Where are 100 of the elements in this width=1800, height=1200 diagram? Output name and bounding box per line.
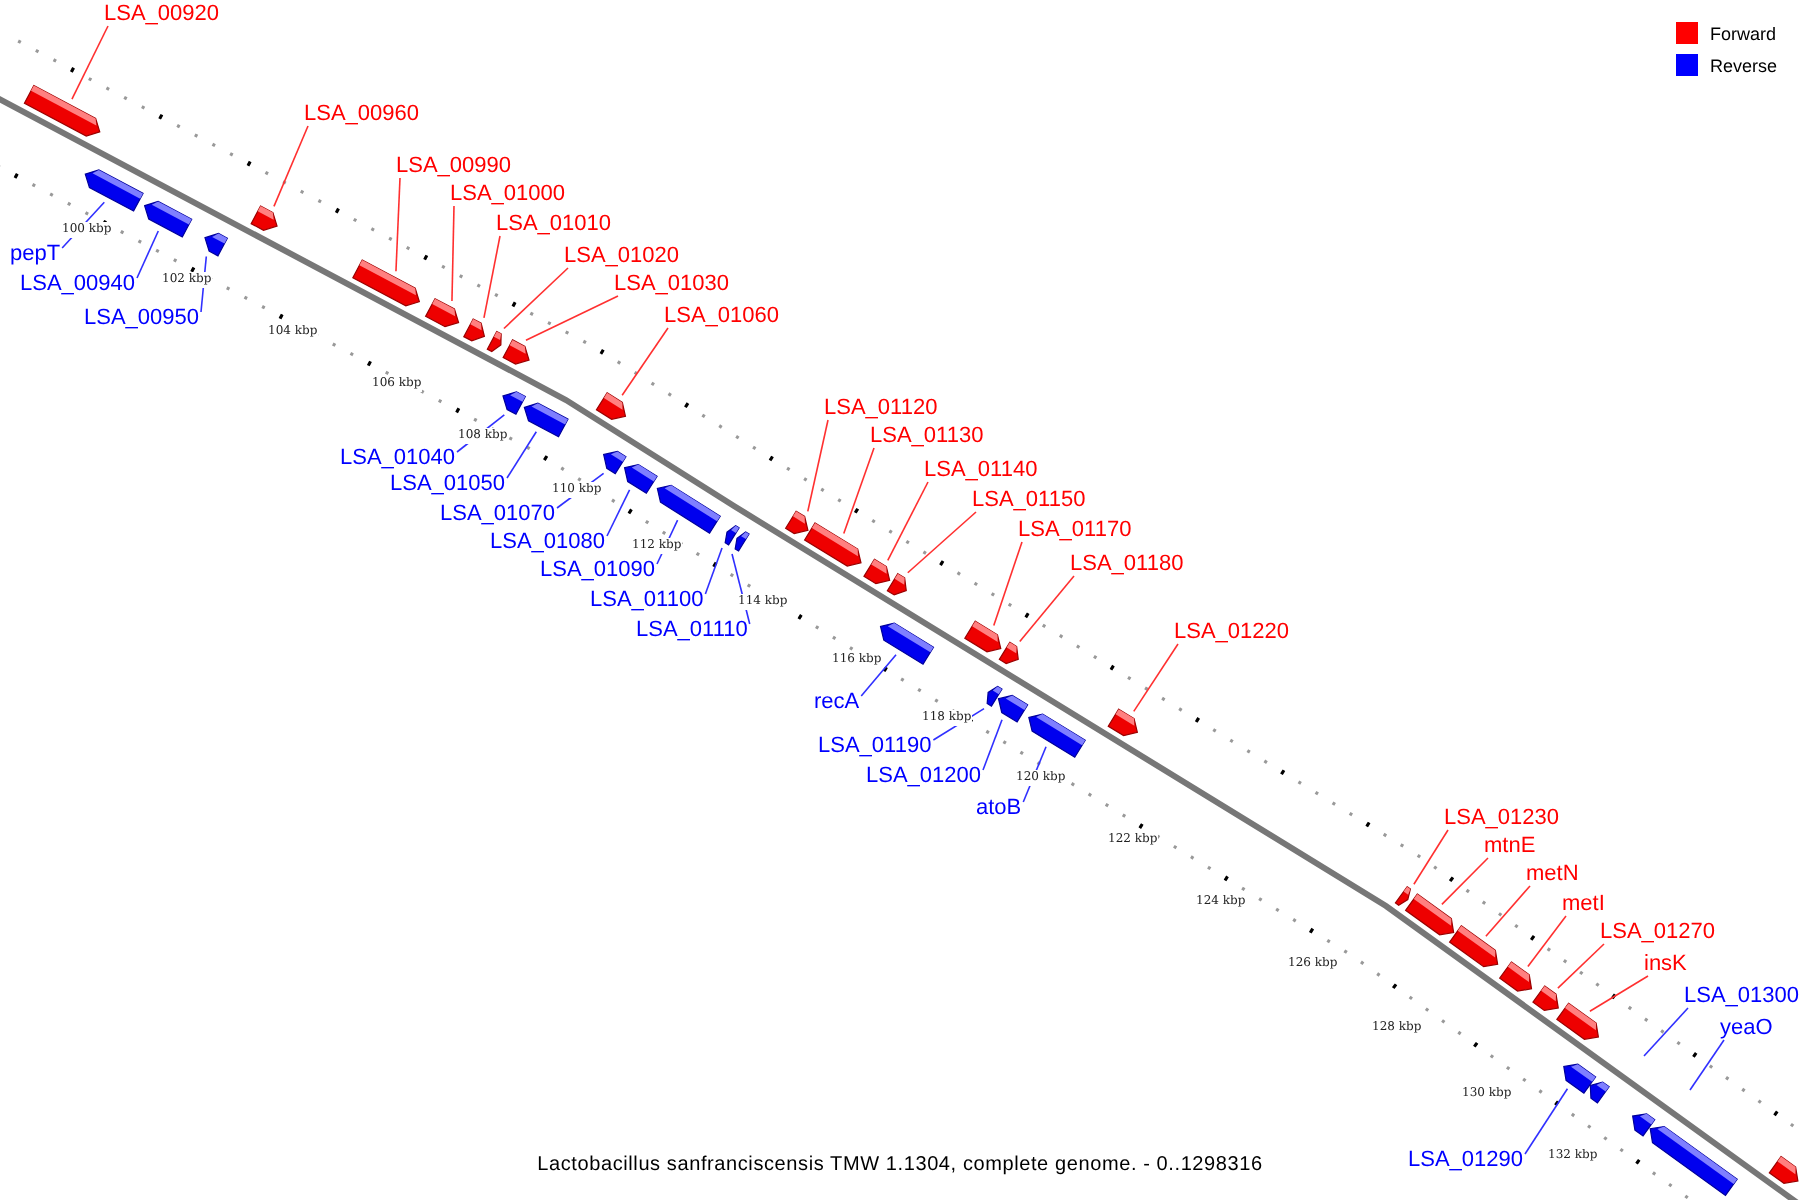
gene-label: LSA_01130 — [870, 424, 984, 450]
gene-label: LSA_01090 — [540, 558, 655, 584]
gene-segment — [523, 402, 569, 438]
gene-segment — [784, 510, 809, 535]
leader-line — [1557, 943, 1605, 989]
leader-line — [1485, 885, 1531, 937]
leader-line — [395, 177, 401, 272]
gene-segment — [250, 205, 278, 231]
gene-label: insK — [1644, 952, 1687, 978]
leader-line — [1133, 643, 1179, 713]
gene-label: LSA_01270 — [1600, 920, 1715, 946]
gene-label: LSA_01030 — [614, 272, 729, 298]
gene-label: LSA_00950 — [84, 306, 199, 332]
gene-segment — [1556, 1002, 1600, 1040]
caption: Lactobacillus sanfranciscensis TMW 1.1304, complete genome. - 0..1298316 — [537, 1154, 1263, 1176]
gene-segment — [1448, 925, 1499, 968]
gene-label: LSA_01200 — [866, 764, 981, 790]
gene-label: LSA_01010 — [496, 212, 611, 238]
gene-label: LSA_01110 — [636, 618, 748, 644]
gene-label: LSA_01300 — [1684, 984, 1799, 1010]
gene-label: metI — [1562, 892, 1605, 918]
gene-segment — [1649, 1125, 1738, 1197]
gene-label: yeaO — [1720, 1016, 1773, 1042]
gene-label: recA — [814, 690, 860, 716]
leader-line — [483, 235, 501, 319]
gene-segment — [734, 531, 750, 552]
leader-line — [1019, 575, 1075, 643]
gene-label: LSA_01180 — [1070, 552, 1184, 578]
leader-line — [506, 430, 538, 479]
leader-line — [606, 488, 631, 537]
gene-label: atoB — [976, 796, 1022, 822]
leader-line — [1524, 1087, 1569, 1155]
gene-segment — [879, 622, 935, 666]
gene-segment — [863, 558, 891, 585]
gene-label: LSA_00990 — [396, 154, 511, 180]
gene-segment — [84, 169, 144, 212]
gene-segment — [964, 620, 1002, 653]
gene-segment — [23, 84, 101, 137]
leader-line — [1589, 975, 1649, 1012]
leader-line — [982, 718, 1003, 771]
leader-line — [136, 230, 160, 279]
leader-line — [860, 653, 897, 697]
gene-segment — [463, 318, 486, 342]
gene-segment — [352, 259, 421, 307]
gene-segment — [1768, 1155, 1799, 1184]
leader-line — [1643, 1007, 1689, 1057]
gene-segment — [1107, 708, 1139, 737]
gene-label: LSA_01040 — [340, 446, 455, 472]
gene-label: LSA_01120 — [824, 396, 938, 422]
gene-segment — [623, 463, 658, 495]
gene-segment — [1498, 961, 1533, 992]
gene-label: LSA_01220 — [1174, 620, 1289, 646]
legend-label: Forward — [1710, 22, 1777, 46]
gene-label: LSA_01190 — [818, 734, 932, 760]
legend-label: Reverse — [1710, 54, 1778, 78]
gene-label: LSA_01150 — [972, 488, 1086, 514]
gene-segment — [204, 232, 229, 257]
gene-label: LSA_01290 — [1408, 1148, 1523, 1174]
gene-label: LSA_01100 — [590, 588, 704, 614]
gene-segment — [502, 339, 530, 365]
gene-segment — [997, 694, 1029, 723]
leader-line — [1413, 829, 1449, 885]
leader-line — [451, 205, 455, 302]
gene-segment — [803, 522, 862, 567]
gene-label: LSA_01050 — [390, 472, 505, 498]
gene-label: mtnE — [1484, 834, 1536, 860]
leader-line — [503, 267, 569, 330]
gene-label: pepT — [10, 242, 61, 268]
gene-label: LSA_00960 — [304, 102, 419, 128]
gene-segment — [1563, 1063, 1597, 1095]
gene-segment — [1394, 885, 1412, 906]
leader-line — [71, 25, 109, 100]
gene-segment — [486, 330, 502, 353]
leader-line — [843, 447, 875, 535]
leader-line — [807, 419, 829, 513]
gene-segment — [998, 641, 1019, 665]
gene-segment — [424, 297, 460, 328]
leader-line — [887, 481, 929, 562]
gene-label: metN — [1526, 862, 1579, 888]
gene-label: LSA_01230 — [1444, 806, 1559, 832]
gene-segment — [1028, 713, 1087, 759]
gene-label: LSA_00940 — [20, 272, 135, 298]
leader-line — [621, 327, 669, 397]
gene-label: LSA_01170 — [1018, 518, 1132, 544]
leader-line — [273, 125, 309, 208]
gene-label: LSA_01080 — [490, 530, 605, 556]
gene-segment — [656, 484, 722, 534]
leader-line — [1527, 915, 1567, 968]
leader-line — [1689, 1039, 1725, 1091]
leader-line — [907, 511, 977, 574]
gene-segment — [1589, 1081, 1610, 1104]
gene-segment — [595, 392, 627, 420]
gene-segment — [602, 450, 627, 475]
gene-label: LSA_01070 — [440, 502, 555, 528]
gene-segment — [1404, 893, 1455, 936]
gene-label: LSA_01140 — [924, 458, 1038, 484]
gene-segment — [143, 200, 193, 238]
gene-label: LSA_01000 — [450, 182, 565, 208]
leader-line — [1441, 857, 1489, 906]
gene-segment — [886, 572, 907, 596]
